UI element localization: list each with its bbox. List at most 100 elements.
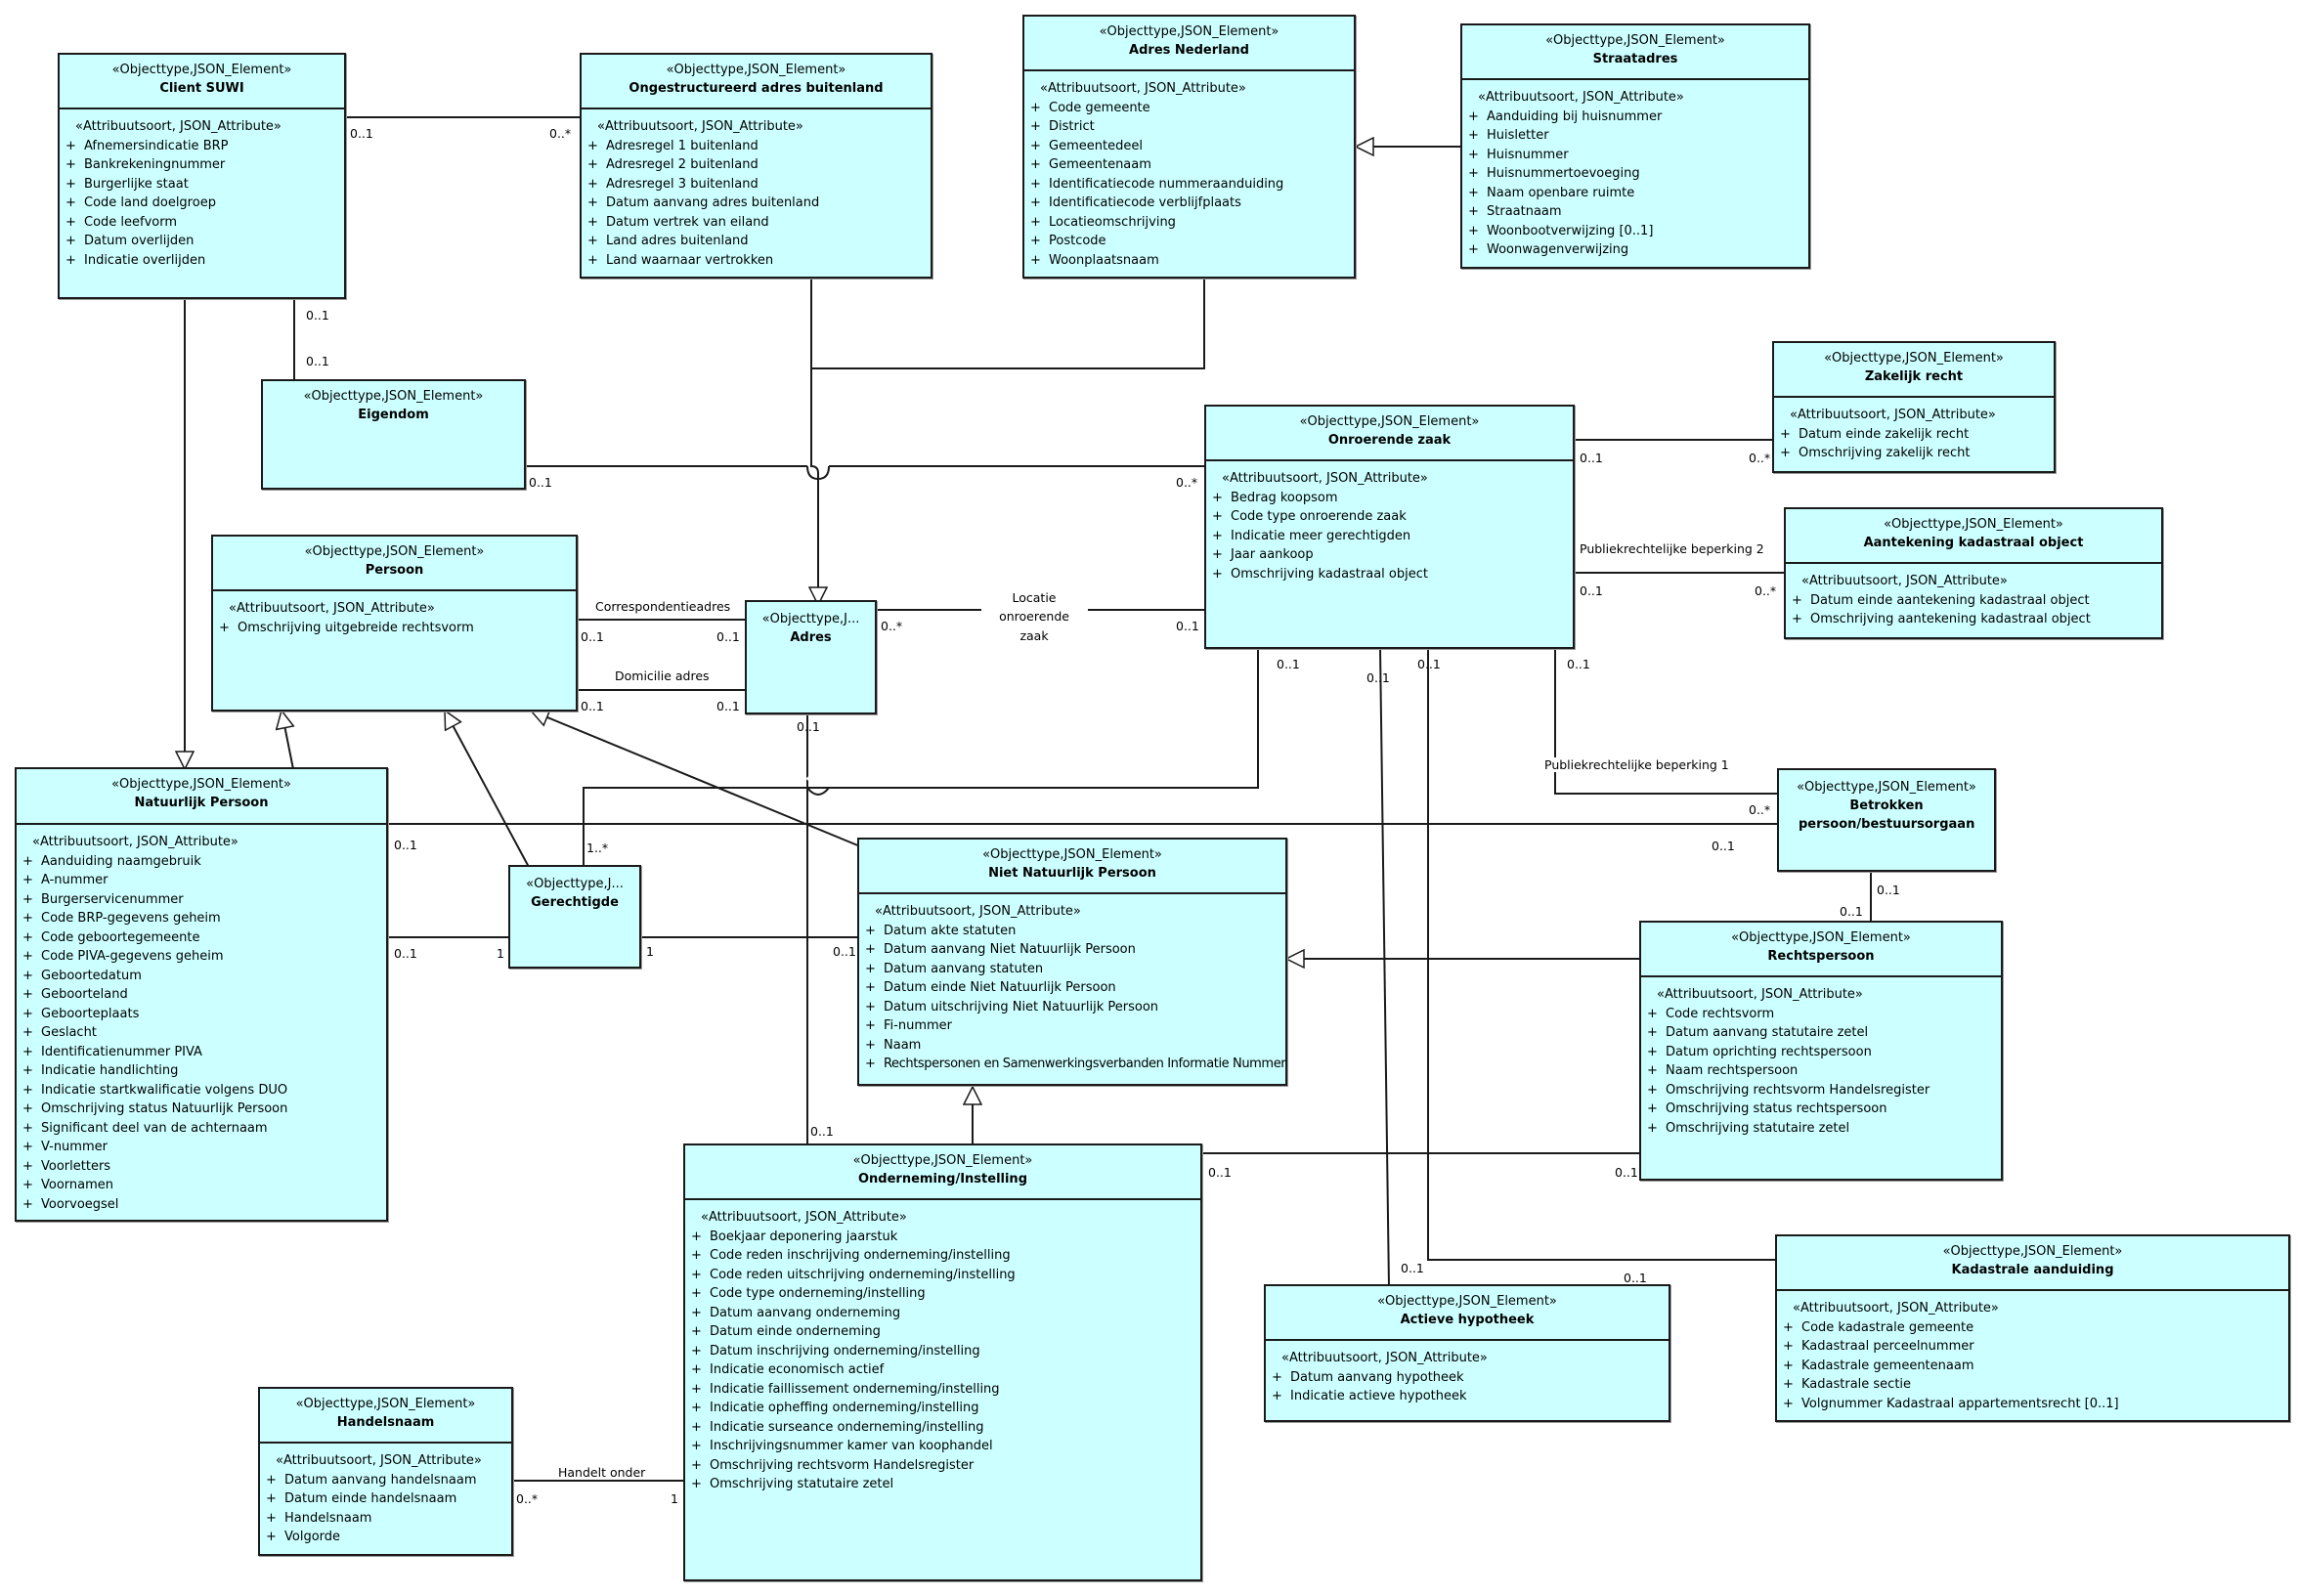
multiplicity: 0..1 bbox=[833, 944, 856, 959]
class-betrokken-persoon-bestuursorgaan[interactable]: «Objecttype,JSON_Element»Betrokken perso… bbox=[1777, 768, 1996, 872]
attribute: +Omschrijving kadastraal object bbox=[1206, 565, 1573, 584]
multiplicity: 0..1 bbox=[394, 946, 417, 961]
class-gerechtigde[interactable]: «Objecttype,J...Gerechtigde bbox=[508, 865, 641, 969]
attr-stereotype: «Attribuutsoort, JSON_Attribute» bbox=[597, 119, 803, 134]
attribute: +Datum aanvang onderneming bbox=[685, 1304, 1200, 1323]
attribute: +Code leefvorm bbox=[60, 213, 344, 233]
attribute: +Indicatie faillissement onderneming/ins… bbox=[685, 1380, 1200, 1400]
multiplicity: 0..* bbox=[516, 1491, 539, 1506]
class-handelsnaam[interactable]: «Objecttype,JSON_Element»Handelsnaam «At… bbox=[258, 1387, 513, 1556]
visibility-public-icon: + bbox=[65, 176, 76, 192]
multiplicity: 0..1 bbox=[1567, 657, 1590, 671]
assoc-label-zaak: zaak bbox=[1019, 628, 1049, 643]
class-actieve-hypotheek[interactable]: «Objecttype,JSON_Element»Actieve hypothe… bbox=[1264, 1284, 1670, 1422]
class-name: Niet Natuurlijk Persoon bbox=[988, 866, 1156, 881]
attribute: +Code land doelgroep bbox=[60, 194, 344, 213]
class-rechtspersoon[interactable]: «Objecttype,JSON_Element»Rechtspersoon «… bbox=[1639, 921, 2003, 1181]
class-name: Client SUWI bbox=[159, 81, 244, 96]
attribute: +Code kadastrale gemeente bbox=[1777, 1318, 2288, 1338]
visibility-public-icon: + bbox=[1783, 1396, 1794, 1411]
visibility-public-icon: + bbox=[1783, 1377, 1794, 1392]
attr-stereotype: «Attribuutsoort, JSON_Attribute» bbox=[701, 1210, 907, 1225]
class-aantekening-kadastraal-object[interactable]: «Objecttype,JSON_Element»Aantekening kad… bbox=[1784, 507, 2163, 639]
visibility-public-icon: + bbox=[1212, 509, 1223, 524]
visibility-public-icon: + bbox=[1783, 1339, 1794, 1354]
class-name: Gerechtigde bbox=[531, 895, 619, 910]
class-adres[interactable]: «Objecttype,J...Adres bbox=[745, 600, 877, 714]
visibility-public-icon: + bbox=[587, 214, 598, 230]
attribute: +Code type onderneming/instelling bbox=[685, 1284, 1200, 1304]
attribute: +Indicatie actieve hypotheek bbox=[1266, 1387, 1669, 1406]
class-niet-natuurlijk-persoon[interactable]: «Objecttype,JSON_Element»Niet Natuurlijk… bbox=[857, 838, 1287, 1086]
multiplicity: 0..* bbox=[1749, 802, 1771, 817]
class-ongestructureerd-adres-buitenland[interactable]: «Objecttype,JSON_Element»Ongestructureer… bbox=[580, 53, 932, 279]
assoc-label-onroerende: onroerende bbox=[999, 609, 1069, 624]
attribute: +Aanduiding bij huisnummer bbox=[1462, 108, 1808, 127]
class-adres-nederland[interactable]: «Objecttype,JSON_Element»Adres Nederland… bbox=[1022, 15, 1356, 279]
visibility-public-icon: + bbox=[691, 1267, 702, 1282]
attribute: +Locatieomschrijving bbox=[1024, 213, 1354, 233]
assoc-onroerende-gerechtigde bbox=[583, 648, 1259, 869]
visibility-public-icon: + bbox=[22, 1178, 33, 1192]
visibility-public-icon: + bbox=[865, 999, 876, 1014]
attr-stereotype: «Attribuutsoort, JSON_Attribute» bbox=[276, 1453, 482, 1468]
stereotype: «Objecttype,JSON_Element» bbox=[1377, 1294, 1557, 1309]
attribute: +Identificatienummer PIVA bbox=[17, 1043, 386, 1062]
class-name: Rechtspersoon bbox=[1767, 949, 1875, 964]
class-eigendom[interactable]: «Objecttype,JSON_Element»Eigendom bbox=[261, 379, 526, 490]
class-name: Eigendom bbox=[358, 408, 429, 422]
visibility-public-icon: + bbox=[691, 1457, 702, 1473]
attribute: +Identificatiecode verblijfplaats bbox=[1024, 194, 1354, 213]
class-name: Onroerende zaak bbox=[1327, 433, 1452, 448]
attribute: +Bankrekeningnummer bbox=[60, 155, 344, 175]
visibility-public-icon: + bbox=[1783, 1358, 1794, 1373]
attribute: +Volgnummer Kadastraal appartementsrecht… bbox=[1777, 1395, 2288, 1414]
visibility-public-icon: + bbox=[22, 1101, 33, 1116]
attribute: +Land waarnaar vertrokken bbox=[582, 251, 931, 271]
visibility-public-icon: + bbox=[1647, 1006, 1658, 1021]
attribute: +Handelsnaam bbox=[260, 1509, 511, 1529]
assoc-label-publiekrechtelijke-beperking-1: Publiekrechtelijke beperking 1 bbox=[1544, 757, 1729, 772]
assoc-onroerende-kadastrale bbox=[1427, 648, 1776, 1261]
visibility-public-icon: + bbox=[1783, 1319, 1794, 1335]
visibility-public-icon: + bbox=[22, 968, 33, 983]
attribute: +Indicatie surseance onderneming/instell… bbox=[685, 1418, 1200, 1438]
multiplicity: 0..1 bbox=[581, 699, 604, 713]
class-persoon[interactable]: «Objecttype,JSON_Element»Persoon «Attrib… bbox=[211, 535, 578, 712]
assoc-onroerende-betrokken bbox=[1554, 648, 1777, 795]
attribute: +Inschrijvingsnummer kamer van koophande… bbox=[685, 1437, 1200, 1456]
stereotype: «Objecttype,JSON_Element» bbox=[1824, 351, 2004, 366]
visibility-public-icon: + bbox=[1647, 1044, 1658, 1059]
attribute: +Kadastrale sectie bbox=[1777, 1375, 2288, 1395]
attribute: +Volgorde bbox=[260, 1528, 511, 1547]
visibility-public-icon: + bbox=[1030, 234, 1041, 248]
stereotype: «Objecttype,JSON_Element» bbox=[666, 63, 846, 77]
attribute: +Huisletter bbox=[1462, 126, 1808, 146]
visibility-public-icon: + bbox=[266, 1472, 277, 1488]
attribute: +Kadastrale gemeentenaam bbox=[1777, 1357, 2288, 1376]
class-client-suwi[interactable]: «Objecttype,JSON_Element»Client SUWI «At… bbox=[58, 53, 346, 299]
class-onderneming-instelling[interactable]: «Objecttype,JSON_Element»Onderneming/Ins… bbox=[683, 1143, 1202, 1581]
visibility-public-icon: + bbox=[1272, 1369, 1282, 1385]
attribute: +Postcode bbox=[1024, 232, 1354, 251]
attribute: +Naam bbox=[859, 1036, 1285, 1056]
attribute: +Indicatie handlichting bbox=[17, 1061, 386, 1081]
multiplicity: 0..1 bbox=[716, 699, 740, 713]
stereotype: «Objecttype,JSON_Element» bbox=[111, 63, 292, 77]
attribute: +Naam openbare ruimte bbox=[1462, 184, 1808, 203]
class-straatadres[interactable]: «Objecttype,JSON_Element»Straatadres «At… bbox=[1460, 23, 1810, 269]
class-kadastrale-aanduiding[interactable]: «Objecttype,JSON_Element»Kadastrale aand… bbox=[1775, 1234, 2290, 1422]
class-zakelijk-recht[interactable]: «Objecttype,JSON_Element»Zakelijk recht … bbox=[1772, 341, 2056, 473]
attribute: +Indicatie startkwalificatie volgens DUO bbox=[17, 1081, 386, 1100]
class-natuurlijk-persoon[interactable]: «Objecttype,JSON_Element»Natuurlijk Pers… bbox=[15, 767, 388, 1222]
jump-hump bbox=[806, 787, 830, 796]
class-onroerende-zaak[interactable]: «Objecttype,JSON_Element»Onroerende zaak… bbox=[1204, 405, 1575, 649]
visibility-public-icon: + bbox=[65, 138, 76, 153]
visibility-public-icon: + bbox=[1468, 108, 1479, 124]
attr-stereotype: «Attribuutsoort, JSON_Attribute» bbox=[229, 601, 435, 616]
stereotype: «Objecttype,J... bbox=[761, 612, 860, 626]
visibility-public-icon: + bbox=[1030, 214, 1041, 230]
multiplicity: 1 bbox=[671, 1491, 678, 1506]
visibility-public-icon: + bbox=[1468, 223, 1479, 238]
attribute: +Aanduiding naamgebruik bbox=[17, 852, 386, 872]
